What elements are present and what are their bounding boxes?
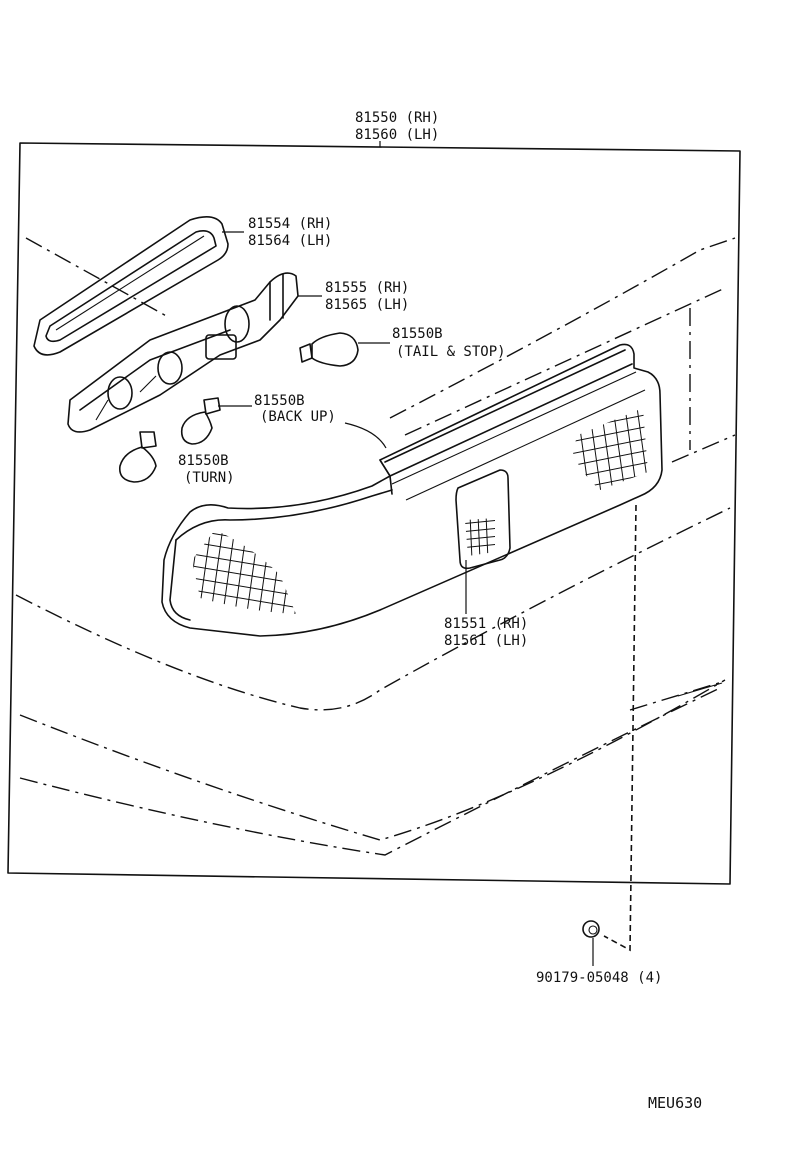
body-outline [15,237,736,856]
nut-part [582,920,600,966]
bulb-back-up-desc: (BACK UP) [260,409,336,425]
gasket-label-lh: 81564 (LH) [248,233,332,249]
bulb-turn-desc: (TURN) [184,470,235,486]
lens-label-rh: 81551 (RH) [444,616,528,632]
assembly-label-lh: 81560 (LH) [355,127,439,143]
assembly-label-rh: 81550 (RH) [355,110,439,126]
gasket-part [33,216,229,356]
bulb-turn [118,431,157,483]
bulb-tail-stop [299,332,359,367]
lens-part [161,343,663,637]
nut-label: 90179-05048 (4) [536,970,662,986]
lens-label-lh: 81561 (LH) [444,633,528,649]
bulb-tail-stop-code: 81550B [392,326,443,342]
bulb-back-up-code: 81550B [254,393,305,409]
bulb-back-up [180,397,221,445]
back-up-pointer [344,422,387,449]
socket-label-lh: 81565 (LH) [325,297,409,313]
bulb-turn-code: 81550B [178,453,229,469]
socket-part [67,272,299,433]
diagram-code: MEU630 [648,1094,702,1112]
assembly-frame [7,142,741,885]
socket-label-rh: 81555 (RH) [325,280,409,296]
gasket-label-rh: 81554 (RH) [248,216,332,232]
bulb-tail-stop-desc: (TAIL & STOP) [396,344,506,360]
nut-pointer [603,504,637,952]
